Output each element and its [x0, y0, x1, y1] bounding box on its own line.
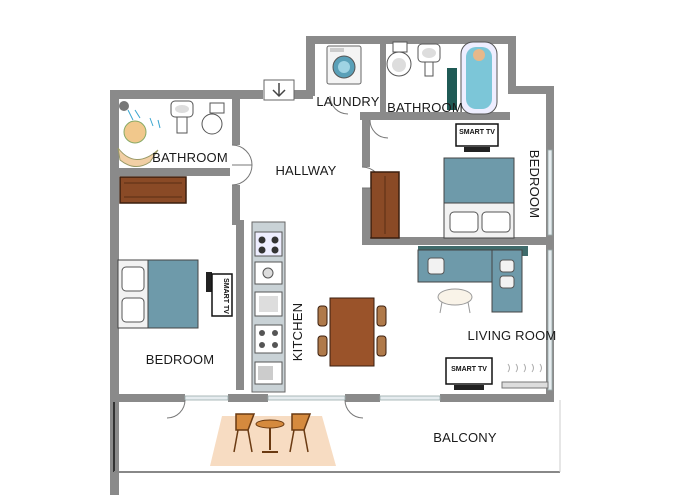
chair-icon-balcony: [233, 413, 312, 453]
tv-icon-living: [445, 357, 493, 390]
microwave-icon: [254, 361, 283, 385]
window-c: [379, 395, 441, 401]
tv-label-right: SMART TV: [459, 129, 495, 136]
window-right: [547, 149, 553, 236]
tv-icon-left: [206, 272, 233, 317]
room-label-bedroom-left: BEDROOM: [146, 352, 215, 367]
sink-icon: [417, 43, 441, 77]
room-label-kitchen: KITCHEN: [290, 303, 305, 361]
entrance-arrow-icon: [263, 79, 295, 101]
door-bath-top: [369, 119, 389, 139]
tv-icon-right: [455, 123, 499, 152]
tv-label-left: SMART TV: [222, 278, 229, 314]
room-label-bathroom-left: BATHROOM: [152, 150, 228, 165]
window-right-2: [547, 249, 553, 391]
room-label-bedroom-right: BEDROOM: [527, 150, 542, 219]
door-balcony-a: [166, 399, 186, 419]
sofa-icon: [417, 246, 528, 313]
window-a: [184, 395, 229, 401]
kitchen-sink-icon: [254, 291, 283, 317]
washing-machine-icon: [326, 45, 362, 85]
bedroom-right-bottom-wall: [362, 237, 552, 245]
room-label-hallway: HALLWAY: [275, 163, 336, 178]
bath-bottom-wall: [360, 112, 510, 120]
top-wall-segment: [233, 90, 263, 99]
kitchen-left-wall: [236, 220, 244, 390]
bottom-wall-b: [228, 394, 268, 402]
window-b: [267, 395, 346, 401]
room-label-bathroom-top: BATHROOM: [387, 100, 463, 115]
laundry-bath-partition: [380, 36, 386, 116]
bedroom-right-wall-a: [362, 112, 370, 167]
room-label-laundry: LAUNDRY: [316, 94, 379, 109]
left-outer-wall: [110, 95, 119, 495]
chair-icon: [317, 305, 387, 357]
oven-icon: [254, 324, 283, 354]
shower-icon: [117, 101, 161, 167]
bed-icon-right: [443, 157, 515, 239]
left-bath-right-wall-a: [232, 95, 240, 145]
bedroom-right-wall-b: [362, 188, 370, 240]
hall-wall-a: [232, 185, 240, 225]
bottom-wall-a: [110, 394, 185, 402]
dining-table-icon: [329, 297, 375, 367]
bathtub-icon: [460, 41, 498, 115]
bottom-wall-d: [440, 394, 552, 402]
bath-right-wall: [508, 36, 516, 91]
fridge-icon: [254, 261, 283, 285]
door-balcony-b: [344, 399, 364, 419]
balcony-area: [113, 400, 561, 473]
room-label-balcony: BALCONY: [433, 430, 497, 445]
door-laundry: [329, 95, 349, 115]
room-label-living-room: LIVING ROOM: [468, 328, 557, 343]
left-bath-bottom-wall: [110, 168, 230, 176]
bottom-wall-c: [345, 394, 380, 402]
toilet-icon: [386, 41, 412, 77]
tv-label-living: SMART TV: [451, 366, 487, 373]
right-wall-upper: [546, 86, 554, 146]
laundry-left-wall: [306, 36, 315, 96]
stove-icon: [254, 231, 283, 257]
bistro-table-icon: [255, 419, 285, 453]
bath-mat: [447, 68, 457, 110]
wardrobe-icon: [119, 176, 187, 204]
door-left-bath: [231, 144, 253, 166]
top-block-wall: [306, 36, 516, 44]
sink-icon-left: [170, 100, 194, 134]
top-left-wall: [110, 90, 235, 99]
top-wall-segment-2: [293, 90, 313, 99]
coffee-table-icon: [437, 288, 473, 314]
bed-icon: [117, 259, 199, 329]
wardrobe-icon-right: [370, 171, 400, 239]
radiator-icon: [501, 363, 549, 389]
bath-right-step: [508, 86, 553, 94]
windows: [184, 149, 553, 401]
door-left-bedroom: [231, 164, 253, 186]
toilet-icon-left: [201, 102, 225, 135]
